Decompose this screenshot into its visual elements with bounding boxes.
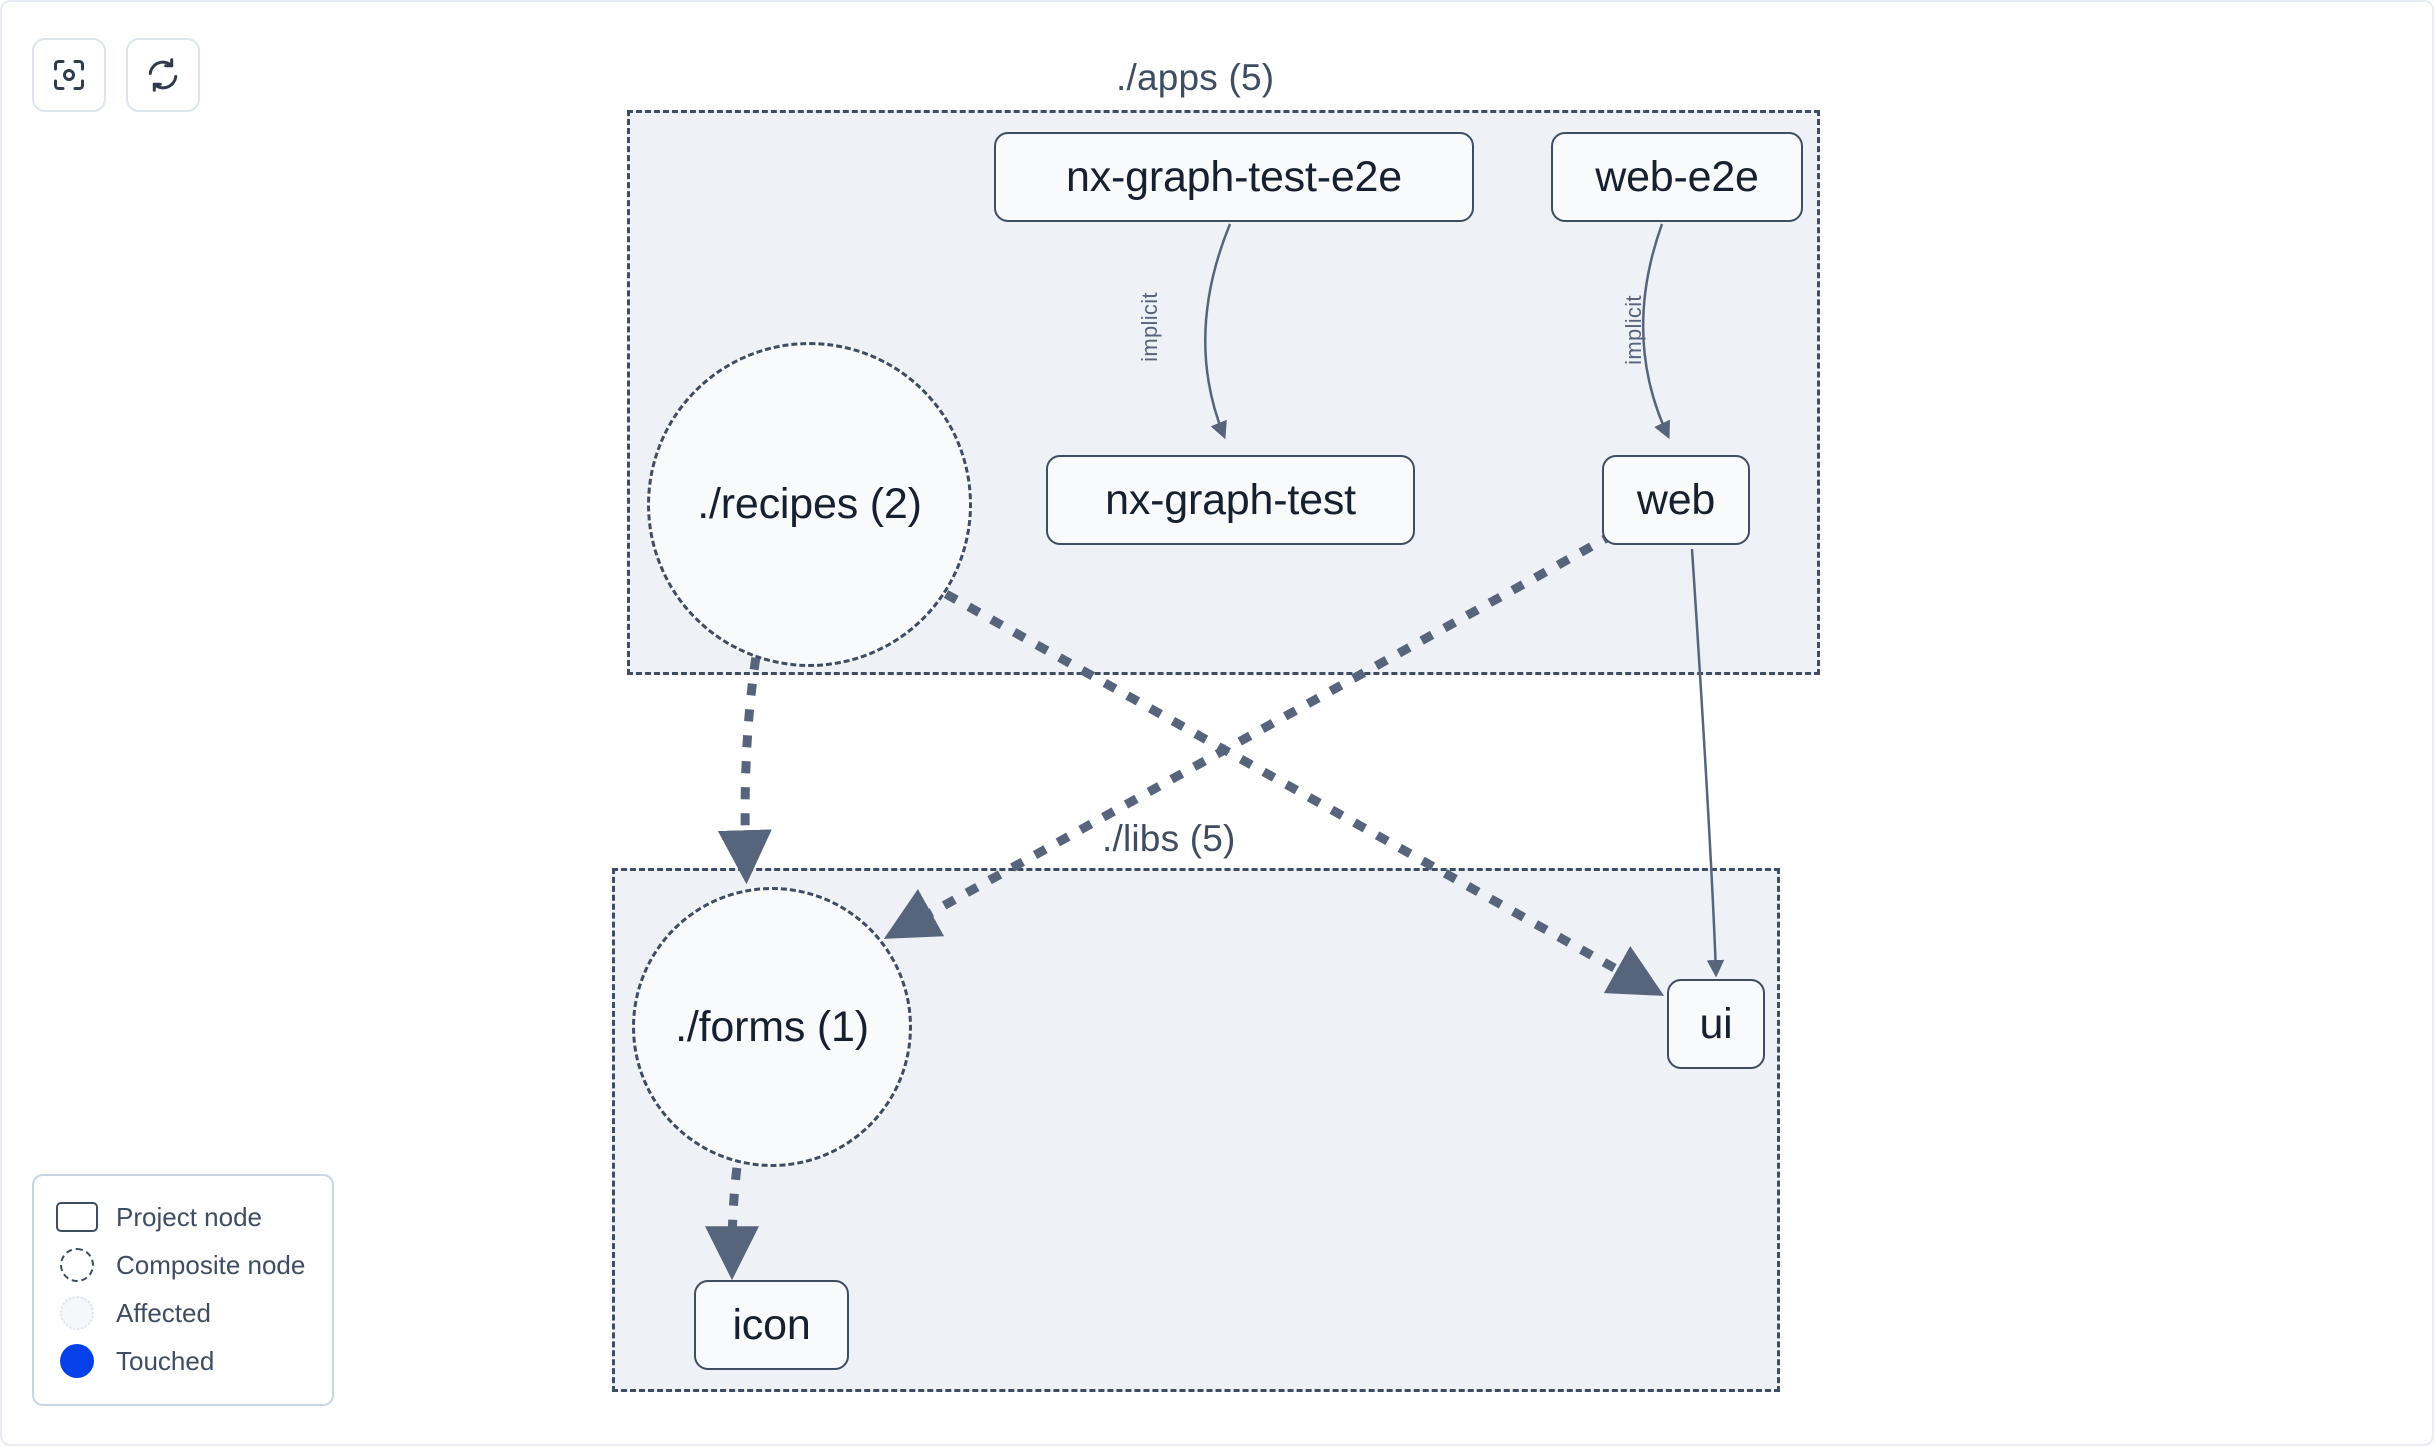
legend-label-affected: Affected (116, 1297, 211, 1328)
legend-label-composite-node: Composite node (116, 1249, 306, 1280)
node-forms[interactable]: ./forms (1) (632, 887, 912, 1167)
graph-toolbar (32, 38, 200, 112)
legend-label-project-node: Project node (116, 1201, 262, 1232)
node-label-icon: icon (732, 1300, 811, 1349)
node-label-recipes: ./recipes (2) (697, 480, 922, 528)
composite-node-swatch (54, 1248, 100, 1282)
node-icon[interactable]: icon (694, 1280, 849, 1370)
node-ui[interactable]: ui (1667, 979, 1765, 1069)
legend-item-composite-node: Composite node (54, 1241, 312, 1289)
edge-nx-graph-test-e2e-to-nx-graph-test[interactable] (1203, 223, 1232, 440)
refresh-graph-button[interactable] (126, 38, 200, 112)
touched-swatch (54, 1344, 100, 1378)
node-label-nx-graph-test: nx-graph-test (1105, 475, 1356, 524)
edge-forms-to-icon[interactable] (705, 1141, 760, 1281)
graph-legend: Project node Composite node Affected Tou… (32, 1174, 334, 1406)
node-nx-graph-test[interactable]: nx-graph-test (1046, 455, 1415, 545)
group-label-apps: ./apps (5) (1116, 57, 1275, 98)
edge-recipes-to-ui[interactable] (943, 590, 1665, 996)
edge-label-implicit-nx-graph-test: implicit (1137, 292, 1162, 362)
node-nx-graph-test-e2e[interactable]: nx-graph-test-e2e (994, 132, 1474, 222)
legend-label-touched: Touched (116, 1345, 215, 1376)
edge-recipes-to-forms[interactable] (717, 631, 772, 885)
node-recipes[interactable]: ./recipes (2) (647, 342, 972, 667)
affected-swatch (54, 1296, 100, 1330)
legend-item-touched: Touched (54, 1337, 312, 1385)
group-label-libs: ./libs (5) (1102, 818, 1236, 859)
node-web[interactable]: web (1602, 455, 1750, 545)
node-web-e2e[interactable]: web-e2e (1551, 132, 1803, 222)
node-label-ui: ui (1699, 999, 1733, 1048)
edge-web-to-forms[interactable] (883, 530, 1617, 939)
edge-web-to-ui[interactable] (1690, 548, 1725, 978)
legend-item-affected: Affected (54, 1289, 312, 1337)
node-label-forms: ./forms (1) (675, 1002, 869, 1051)
node-label-nx-graph-test-e2e: nx-graph-test-e2e (1065, 152, 1402, 201)
legend-item-project-node: Project node (54, 1193, 312, 1241)
focus-graph-button[interactable] (32, 38, 106, 112)
focus-icon (51, 57, 87, 93)
edge-label-implicit-web: implicit (1621, 295, 1646, 365)
edge-web-e2e-to-web[interactable] (1641, 223, 1670, 440)
node-label-web: web (1636, 475, 1716, 524)
project-node-swatch (54, 1202, 100, 1232)
node-label-web-e2e: web-e2e (1595, 152, 1759, 201)
refresh-icon (145, 57, 181, 93)
